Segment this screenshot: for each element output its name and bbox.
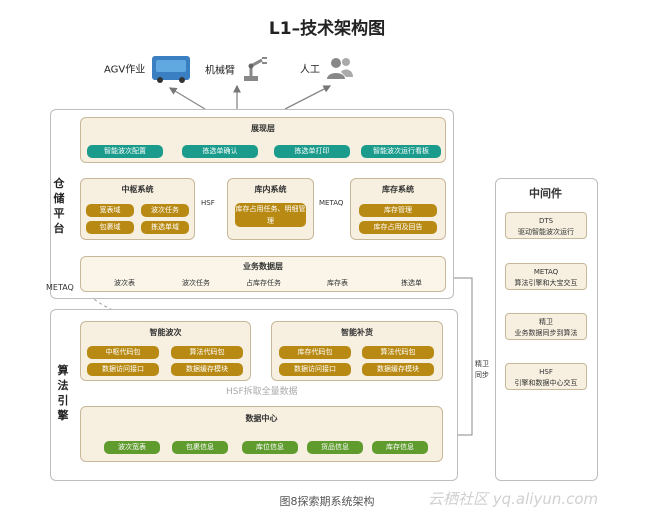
data-center-item[interactable]: 库存信息 <box>372 441 428 454</box>
inventory-item[interactable]: 库存管理 <box>359 204 437 217</box>
display-item[interactable]: 智能波次配置 <box>87 145 163 158</box>
smart-wave-item[interactable]: 数据缓存模块 <box>171 363 243 376</box>
business-data-layer-box: 业务数据层 波次表 波次任务 占库存任务 库存表 拣选单 <box>80 256 446 292</box>
smart-replenish-title: 智能补货 <box>341 328 373 337</box>
people-icon <box>327 58 354 79</box>
smart-wave-box: 智能波次 中枢代码包 算法代码包 数据访问接口 数据缓存模块 <box>80 321 251 381</box>
middleware-item-name: HSF <box>539 368 553 376</box>
inner-system-box: 库内系统 库存占用任务、明细管理 <box>227 178 314 240</box>
hsf-label: HSF <box>201 199 215 207</box>
data-center-item[interactable]: 包裹信息 <box>172 441 228 454</box>
inner-item[interactable]: 库存占用任务、明细管理 <box>235 203 306 227</box>
algorithm-engine-label: 算 法 引 擎 <box>56 363 70 423</box>
figure-caption: 图8探索期系统架构 <box>279 495 375 508</box>
inventory-item[interactable]: 库存占用及回告 <box>359 221 437 234</box>
smart-replenish-item[interactable]: 库存代码包 <box>279 346 351 359</box>
middleware-item-name: DTS <box>538 217 554 225</box>
middleware-item-hsf: HSF 引擎和数据中心交互 <box>505 363 587 390</box>
arrow-to-human <box>284 85 332 110</box>
platform-char: 仓 <box>53 177 65 190</box>
display-layer-title: 展现层 <box>251 124 275 133</box>
middleware-title: 中间件 <box>529 187 562 200</box>
actor-robot-arm: 机械臂 <box>205 56 270 82</box>
middleware-item-desc: 引擎和数据中心交互 <box>514 379 578 387</box>
middleware-item-name: METAQ <box>533 268 559 276</box>
data-center-box: 数据中心 波次宽表 包裹信息 库位信息 货品信息 库存信息 <box>80 406 443 462</box>
data-layer-item: 波次表 <box>114 279 135 287</box>
business-data-layer-title: 业务数据层 <box>243 262 283 271</box>
hsf-fetch-label: HSF拆取全量数据 <box>226 387 298 397</box>
platform-char: 平 <box>53 207 65 220</box>
middleware-item-desc: 业务数据同步到算法 <box>514 329 578 337</box>
data-center-item[interactable]: 库位信息 <box>242 441 298 454</box>
inner-system-title: 库内系统 <box>254 185 287 194</box>
middleware-item-desc: 驱动智能波次运行 <box>518 228 574 236</box>
smart-replenish-item[interactable]: 算法代码包 <box>362 346 434 359</box>
hub-item[interactable]: 波次任务 <box>141 204 189 217</box>
warehouse-platform-label: 仓 储 平 台 <box>52 176 66 236</box>
platform-char: 储 <box>53 192 65 205</box>
smart-replenish-item[interactable]: 数据缓存模块 <box>362 363 434 376</box>
data-center-item[interactable]: 货品信息 <box>307 441 363 454</box>
metaq-label: METAQ <box>319 199 344 207</box>
hub-system-title: 中枢系统 <box>121 185 154 194</box>
display-layer-box: 展现层 智能波次配置 拣选单确认 拣选单打印 智能波次运行看板 <box>80 117 446 163</box>
hub-item[interactable]: 宽表域 <box>86 204 134 217</box>
agv-icon <box>152 56 191 83</box>
data-layer-item: 占库存任务 <box>246 279 281 287</box>
actor-human: 人工 <box>300 56 355 80</box>
middleware-item-desc: 算法引擎和大宝交互 <box>514 279 578 287</box>
sync-label: 精卫 同步 <box>475 359 489 381</box>
page-title: L1–技术架构图 <box>268 19 386 39</box>
actor-agv-label: AGV作业 <box>104 64 146 76</box>
metaq-side-label: METAQ <box>46 283 74 292</box>
smart-replenish-box: 智能补货 库存代码包 算法代码包 数据访问接口 数据缓存模块 <box>271 321 443 381</box>
sync-label-line: 同步 <box>475 371 489 379</box>
hub-system-box: 中枢系统 宽表域 波次任务 包裹域 拣选单域 <box>80 178 195 240</box>
sync-label-line: 精卫 <box>475 360 489 368</box>
inventory-system-box: 库存系统 库存管理 库存占用及回告 <box>350 178 446 240</box>
platform-char: 台 <box>53 222 65 235</box>
arrow-to-agv <box>168 87 206 110</box>
display-item[interactable]: 智能波次运行看板 <box>361 145 441 158</box>
actor-robot-arm-label: 机械臂 <box>205 65 235 77</box>
engine-char: 算 <box>57 364 69 377</box>
display-item[interactable]: 拣选单确认 <box>182 145 258 158</box>
inventory-system-title: 库存系统 <box>382 185 414 194</box>
actor-agv: AGV作业 <box>104 56 191 83</box>
engine-char: 法 <box>57 379 69 392</box>
smart-wave-item[interactable]: 算法代码包 <box>171 346 243 359</box>
middleware-item-name: 精卫 <box>539 318 553 326</box>
engine-char: 引 <box>57 394 69 407</box>
hub-item[interactable]: 拣选单域 <box>141 221 189 234</box>
smart-replenish-item[interactable]: 数据访问接口 <box>279 363 351 376</box>
hub-item[interactable]: 包裹域 <box>86 221 134 234</box>
middleware-item-dts: DTS 驱动智能波次运行 <box>505 212 587 239</box>
middleware-item-jingwei: 精卫 业务数据同步到算法 <box>505 313 587 340</box>
data-center-item[interactable]: 波次宽表 <box>104 441 160 454</box>
smart-wave-item[interactable]: 数据访问接口 <box>87 363 159 376</box>
robot-arm-icon <box>244 57 268 81</box>
watermark: 云栖社区 yq.aliyun.com <box>428 490 599 508</box>
display-item[interactable]: 拣选单打印 <box>274 145 350 158</box>
actor-human-label: 人工 <box>300 64 320 76</box>
data-layer-item: 库存表 <box>327 279 348 287</box>
data-layer-item: 波次任务 <box>182 279 210 287</box>
data-center-title: 数据中心 <box>245 414 278 423</box>
data-layer-item: 拣选单 <box>401 279 422 287</box>
smart-wave-title: 智能波次 <box>149 328 182 337</box>
smart-wave-item[interactable]: 中枢代码包 <box>87 346 159 359</box>
engine-char: 擎 <box>57 409 69 422</box>
middleware-item-metaq: METAQ 算法引擎和大宝交互 <box>505 263 587 290</box>
